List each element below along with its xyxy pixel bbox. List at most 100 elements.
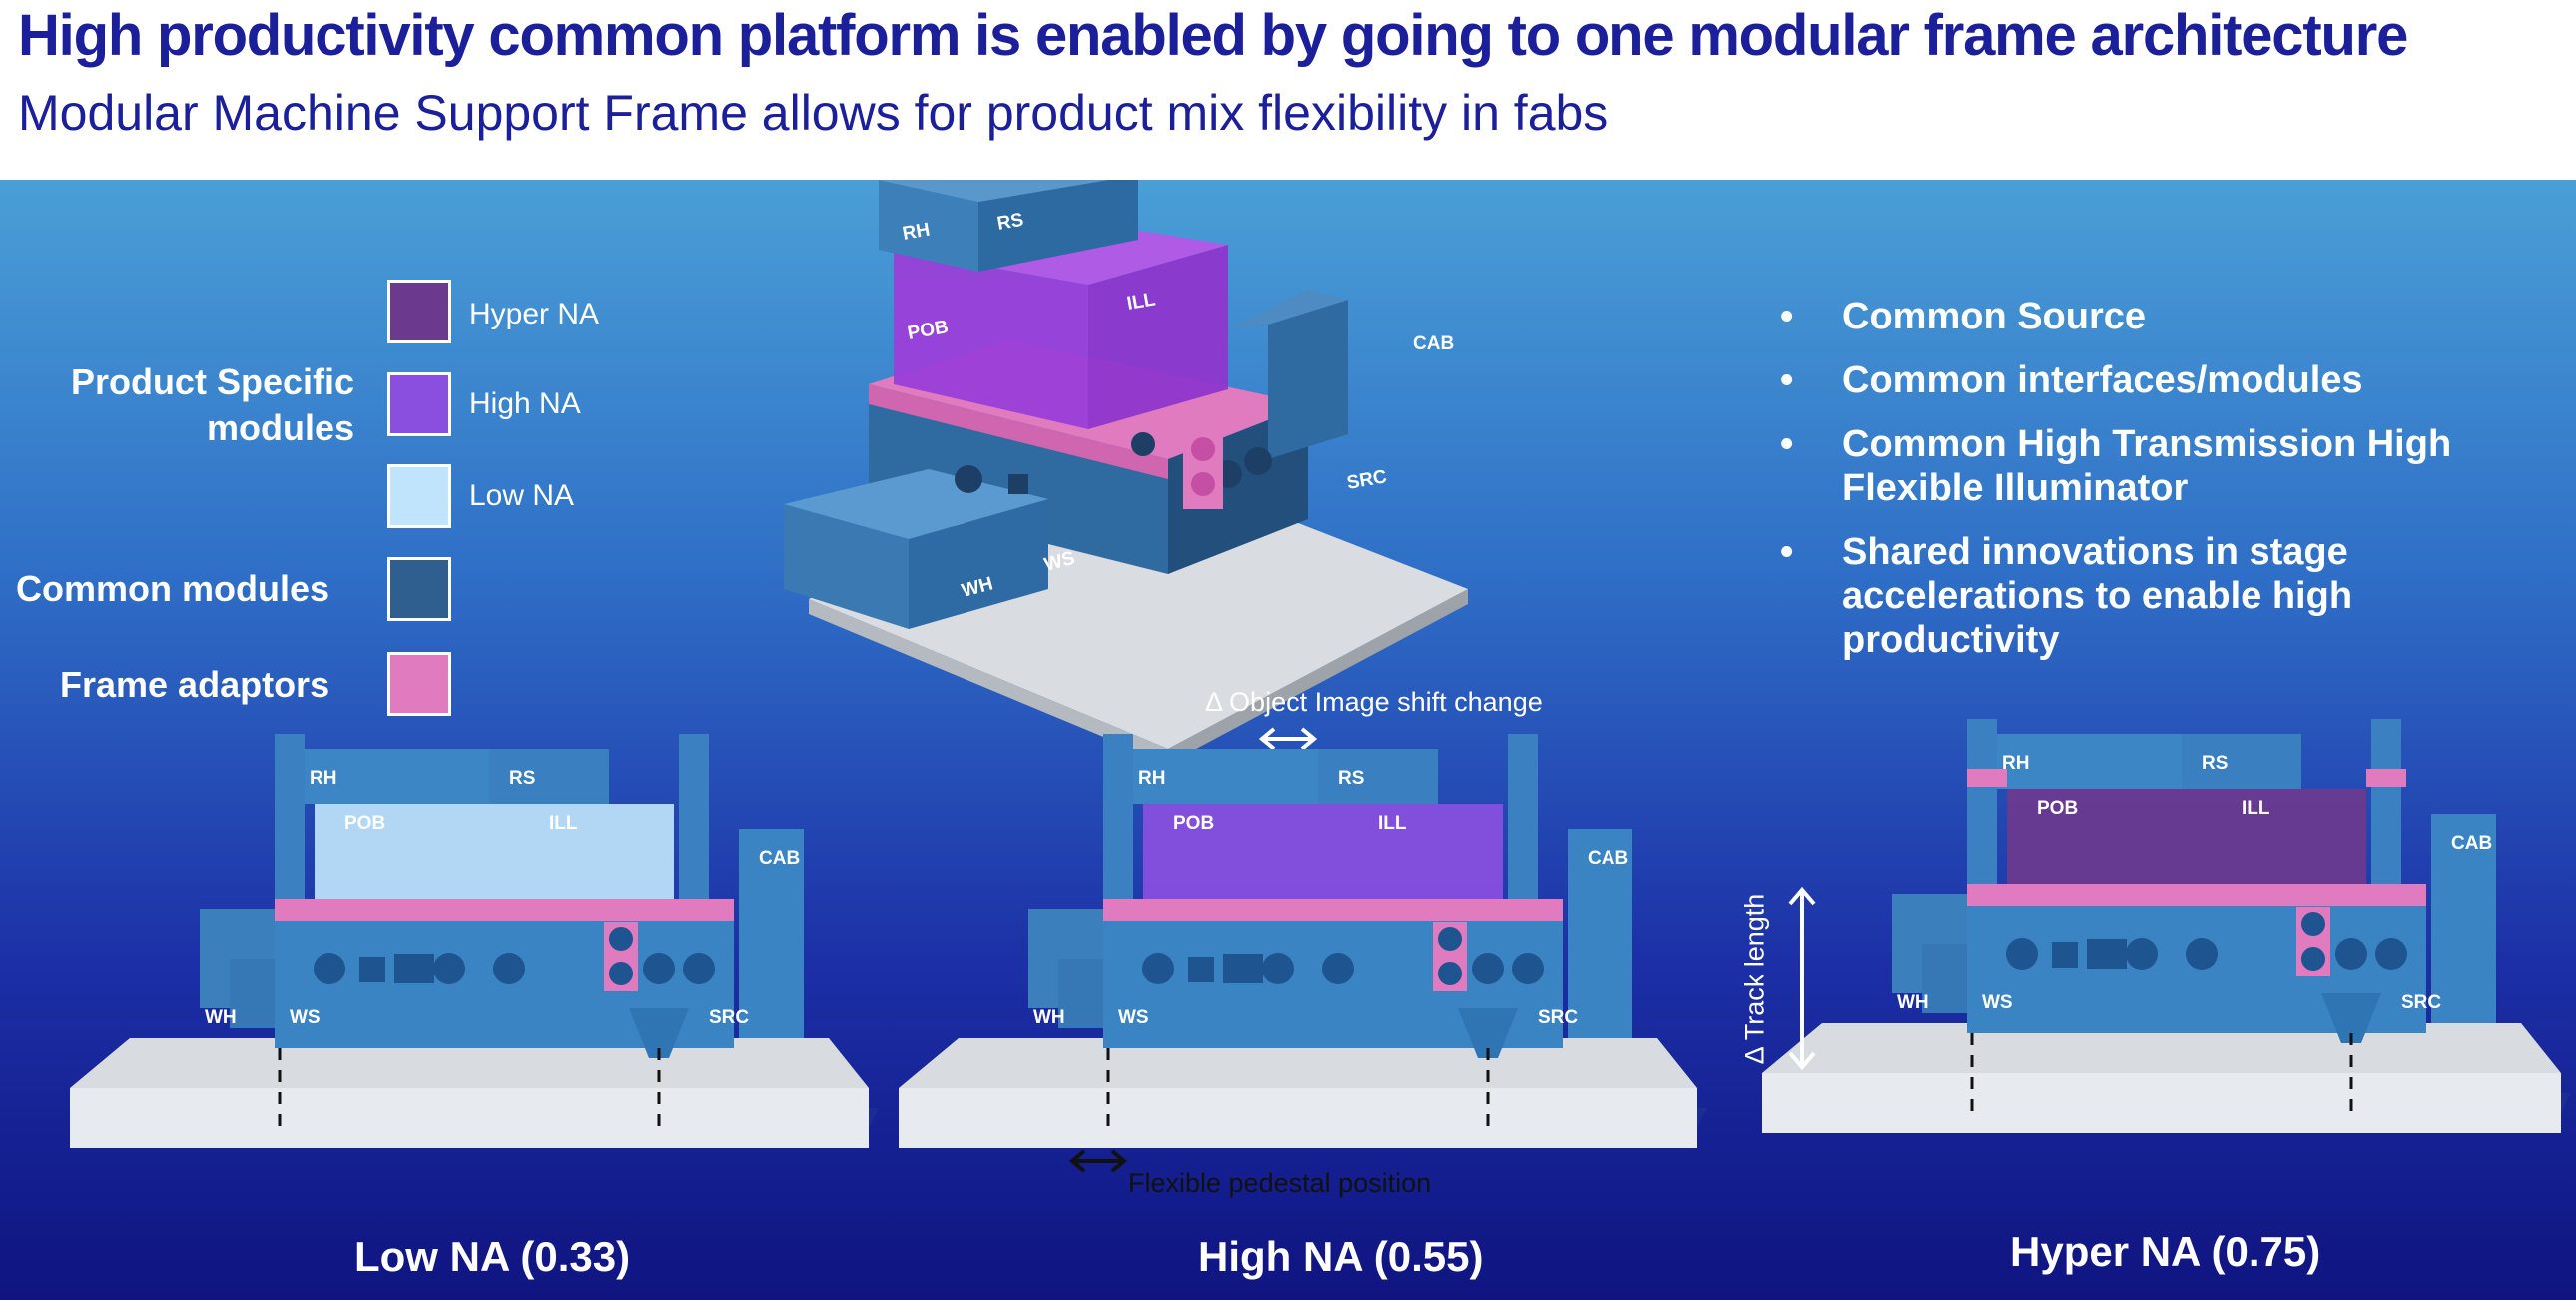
label-wh: WH (1897, 992, 1929, 1013)
label-rs: RS (509, 768, 535, 789)
label-ill: ILL (1125, 289, 1157, 315)
label-rs: RS (2202, 753, 2228, 774)
diagram-stage: Product Specific modules Hyper NA High N… (0, 180, 2576, 1300)
frame-adaptor (2366, 769, 2406, 787)
bullet-marker: • (1780, 531, 1794, 573)
rh-module (1118, 749, 1318, 804)
src-port-hole (1244, 447, 1272, 475)
label-cab: CAB (1413, 333, 1454, 354)
legend-common-modules-label: Common modules (16, 568, 330, 609)
bullet-marker: • (1780, 423, 1794, 465)
port-hole (2087, 939, 2127, 969)
rh-module (879, 180, 978, 272)
src-funnel (1458, 1008, 1518, 1058)
shift-arrow (1258, 727, 1318, 751)
label-wh: WH (205, 1007, 237, 1028)
port-hole (1188, 957, 1214, 982)
src-port-hole (1191, 472, 1215, 496)
frame-adaptor (1967, 884, 2426, 906)
port-hole (1438, 927, 1462, 951)
port-hole (493, 953, 525, 984)
src-port-hole (1191, 437, 1215, 461)
caption-low-na: Low NA (0.33) (354, 1233, 631, 1280)
bullet-item: •Shared innovations in stage acceleratio… (1777, 530, 2536, 662)
bullet-text: Common interfaces/modules (1842, 359, 2363, 401)
caption-high-na: High NA (0.55) (1198, 1233, 1484, 1280)
pedestal-arrow (1068, 1149, 1128, 1173)
src-funnel (629, 1008, 689, 1058)
rh-module (1982, 734, 2182, 789)
rs-module (489, 749, 609, 804)
label-rs: RS (1338, 768, 1364, 789)
legend-low-na-swatch (387, 464, 451, 528)
wh-module-top (784, 469, 1048, 539)
pob-module (1143, 804, 1353, 899)
bullet-text: Common High Transmission High Flexible I… (1842, 423, 2452, 509)
legend-common-modules-swatch (387, 557, 451, 621)
label-ill: ILL (2242, 798, 2270, 819)
port-hole (2006, 938, 2038, 970)
legend-low-na-label: Low NA (469, 479, 575, 512)
rh-module (290, 749, 489, 804)
label-ill: ILL (549, 813, 578, 834)
pob-module (315, 804, 524, 899)
ws-module (909, 499, 1048, 629)
label-src: SRC (2401, 992, 2441, 1013)
port-hole (2186, 938, 2218, 970)
caption-hyper-na: Hyper NA (0.75) (2010, 1228, 2321, 1275)
cab-module (1268, 300, 1348, 459)
shift-change-annotation: Δ Object Image shift change (1205, 687, 1543, 717)
port-hole (314, 953, 345, 984)
legend-frame-adaptors-label: Frame adaptors (60, 664, 330, 705)
isometric-machine-illustration: RH RS POB ILL CAB SRC WH WS (784, 180, 1468, 764)
legend-high-na-swatch (387, 372, 451, 436)
frame-post (275, 734, 305, 899)
port-hole (2375, 938, 2407, 970)
label-cab: CAB (2451, 833, 2492, 854)
ill-module (1353, 804, 1503, 899)
pob-module (2007, 789, 2217, 884)
rs-module (2182, 734, 2301, 789)
ill-module (1088, 245, 1228, 429)
label-rh: RH (2002, 753, 2029, 774)
label-cab: CAB (1588, 848, 1628, 869)
port-hole (1142, 953, 1174, 984)
port-hole (683, 953, 715, 984)
label-rs: RS (995, 210, 1025, 235)
frame-post (2371, 719, 2401, 884)
frame-adaptor (275, 899, 734, 921)
cab-module (1568, 829, 1632, 1038)
floor-platform-front (899, 1088, 1697, 1148)
port-hole (1512, 953, 1544, 984)
label-cab: CAB (759, 848, 800, 869)
port-hole (609, 927, 633, 951)
ill-module (524, 804, 674, 899)
bullet-item: •Common interfaces/modules (1777, 358, 2536, 402)
port-hole (1262, 953, 1294, 984)
pedestal-annotation: Flexible pedestal position (1128, 1168, 1432, 1198)
port-hole (609, 962, 633, 985)
page-subtitle: Modular Machine Support Frame allows for… (18, 85, 1609, 141)
legend-high-na-label: High NA (469, 387, 581, 420)
cab-module (1228, 290, 1348, 329)
page-title: High productivity common platform is ena… (18, 3, 2408, 68)
floor-platform-edge (809, 599, 1168, 764)
feature-bullet-list: •Common Source •Common interfaces/module… (1777, 295, 2536, 682)
bullet-item: • Common High Transmission High Flexible … (1777, 422, 2536, 510)
port-hole (643, 953, 675, 984)
track-length-arrow (1788, 886, 1816, 1071)
cab-module (2431, 814, 2496, 1023)
bullet-marker: • (1780, 296, 1794, 337)
label-ws: WS (1982, 992, 2013, 1013)
port-hole (394, 954, 434, 983)
legend-product-specific-label: Product Specific modules (70, 361, 354, 448)
header: High productivity common platform is ena… (0, 0, 2576, 180)
label-rh: RH (310, 768, 336, 789)
src-port-hole (1131, 432, 1155, 456)
rs-module-top (879, 180, 1109, 202)
port-hole (2301, 947, 2325, 971)
legend-hyper-na-swatch (387, 280, 451, 343)
